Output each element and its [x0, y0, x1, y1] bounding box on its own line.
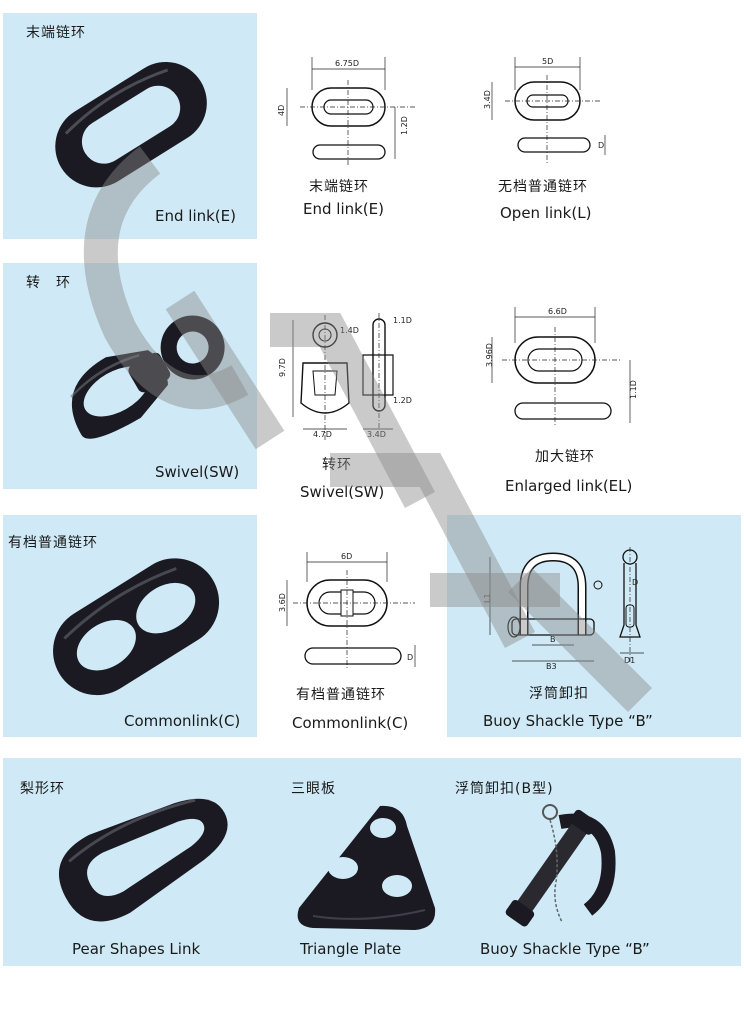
- pear-link-heading: 梨形环: [20, 781, 65, 797]
- buoy-shackle-caption-cn: 浮筒卸扣: [529, 686, 589, 702]
- dim-6.75D: 6.75D: [335, 59, 359, 68]
- pear-link-photo: [58, 798, 228, 922]
- buoy-shackle-b-label: Buoy Shackle Type “B”: [480, 940, 650, 958]
- svg-text:5D: 5D: [542, 57, 553, 66]
- open-link-caption-cn: 无档普通链环: [498, 179, 588, 195]
- end-link-caption-cn: 末端链环: [309, 179, 369, 195]
- end-link-caption-en: End link(E): [303, 200, 384, 218]
- svg-text:6.6D: 6.6D: [548, 307, 567, 316]
- svg-text:3.4D: 3.4D: [483, 90, 492, 109]
- buoy-shackle-caption-en: Buoy Shackle Type “B”: [483, 712, 653, 730]
- buoy-shackle-b-heading: 浮筒卸扣(B型): [455, 781, 554, 797]
- enlarged-link-caption-en: Enlarged link(EL): [505, 477, 633, 495]
- section-3-heading: 有档普通链环: [8, 535, 98, 551]
- svg-text:B3: B3: [546, 662, 557, 671]
- svg-text:D: D: [407, 653, 413, 662]
- commonlink-diagram: 6D 3.6D D: [278, 552, 416, 668]
- swivel-photo: [70, 315, 225, 439]
- open-link-caption-en: Open link(L): [500, 204, 592, 222]
- svg-text:D: D: [632, 578, 638, 587]
- end-link-diagram: 6.75D 4D 1.2D: [277, 57, 415, 165]
- svg-text:L1: L1: [483, 593, 492, 603]
- swivel-caption-en: Swivel(SW): [300, 483, 385, 501]
- swivel-caption-cn: 转环: [322, 457, 352, 473]
- svg-text:6D: 6D: [341, 552, 352, 561]
- svg-text:4.7D: 4.7D: [313, 430, 332, 439]
- svg-text:1.2D: 1.2D: [393, 396, 412, 405]
- commonlink-photo: [53, 558, 220, 696]
- section-1-heading: 末端链环: [26, 25, 86, 41]
- svg-text:1.1D: 1.1D: [629, 380, 638, 399]
- enlarged-link-diagram: 6.6D 3.96D 1.1D: [485, 307, 638, 427]
- open-link-diagram: 5D 3.4D D: [483, 57, 606, 165]
- section-1-photo-label: End link(E): [155, 207, 236, 225]
- svg-text:1.4D: 1.4D: [340, 326, 359, 335]
- swivel-diagram: 9.7D 1.4D 4.7D 1.1D 1.2D 3.4D: [278, 313, 412, 440]
- section-2-photo-label: Swivel(SW): [155, 463, 240, 481]
- svg-text:3.4D: 3.4D: [367, 430, 386, 439]
- section-3-photo-label: Commonlink(C): [124, 712, 241, 730]
- svg-text:3.6D: 3.6D: [278, 593, 287, 612]
- buoy-shackle-diagram: L1 B B3 D D1: [483, 547, 644, 671]
- triangle-plate-photo: [297, 805, 436, 930]
- end-link-photo: [55, 61, 207, 188]
- svg-text:9.7D: 9.7D: [278, 358, 287, 377]
- triangle-plate-heading: 三眼板: [291, 781, 336, 797]
- svg-text:D: D: [598, 141, 604, 150]
- svg-text:1.1D: 1.1D: [393, 316, 412, 325]
- pear-link-label: Pear Shapes Link: [72, 940, 201, 958]
- enlarged-link-caption-cn: 加大链环: [535, 449, 595, 465]
- svg-text:B: B: [550, 635, 556, 644]
- triangle-plate-label: Triangle Plate: [300, 940, 402, 958]
- svg-text:3.96D: 3.96D: [485, 343, 494, 367]
- svg-text:D1: D1: [624, 656, 635, 665]
- commonlink-caption-en: Commonlink(C): [292, 714, 409, 732]
- svg-text:4D: 4D: [277, 105, 286, 116]
- buoy-shackle-b-photo: [505, 804, 616, 927]
- section-2-heading: 转 环: [26, 275, 71, 291]
- commonlink-caption-cn: 有档普通链环: [296, 687, 386, 703]
- svg-text:1.2D: 1.2D: [400, 116, 409, 135]
